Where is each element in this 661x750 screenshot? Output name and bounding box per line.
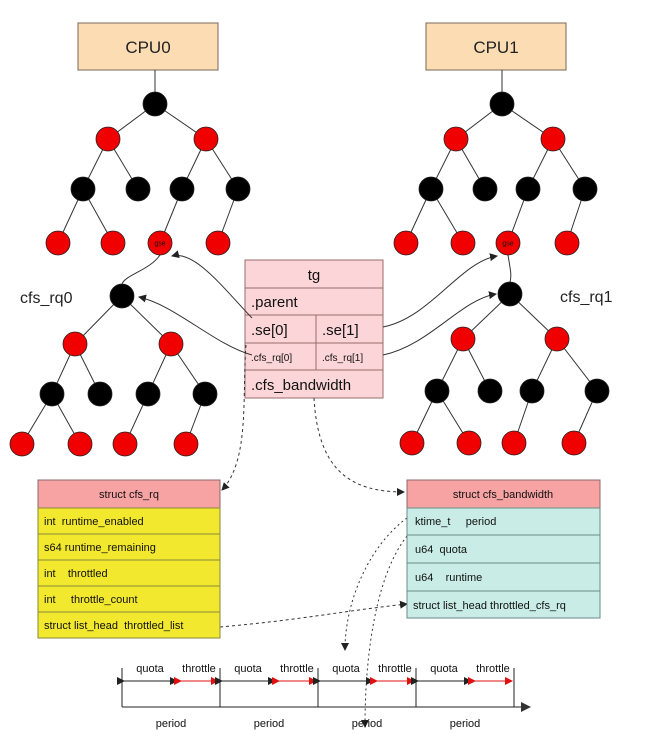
throttle-label: throttle	[476, 663, 510, 675]
red-node	[399, 430, 425, 456]
period-label: period	[156, 718, 187, 730]
red-node	[561, 430, 587, 456]
red-node	[45, 230, 71, 256]
red-node	[193, 126, 219, 152]
black-node	[497, 281, 523, 307]
red-node	[554, 230, 580, 256]
red-node	[544, 326, 570, 352]
red-node	[456, 430, 482, 456]
tg-cfs-rq0-field: .cfs_rq[0]	[251, 353, 292, 364]
black-node	[225, 176, 251, 202]
quota-label: quota	[234, 663, 262, 675]
black-node	[418, 176, 444, 202]
black-node	[87, 381, 113, 407]
throttle-label: throttle	[280, 663, 314, 675]
red-node	[393, 230, 419, 256]
cfs-rq0-label: cfs_rq0	[20, 290, 73, 307]
struct-cfs-rq: struct cfs_rq int runtime_enabled s64 ru…	[37, 479, 221, 639]
black-node	[584, 378, 610, 404]
cfs-rq1-label: cfs_rq1	[560, 289, 613, 306]
red-node	[158, 331, 184, 357]
cpu1-label: CPU1	[473, 38, 518, 57]
cfs-bw-field-runtime: u64 runtime	[415, 572, 482, 584]
black-node	[125, 176, 151, 202]
black-node	[477, 378, 503, 404]
gse-label: gse	[154, 241, 165, 248]
black-node	[192, 381, 218, 407]
tg-connectors	[138, 250, 498, 728]
black-node	[424, 378, 450, 404]
cfs-rq-field-throttle-count: int throttle_count	[44, 594, 138, 606]
tg-se0-field: .se[0]	[251, 322, 288, 339]
black-node	[109, 283, 135, 309]
struct-cfs-bandwidth: struct cfs_bandwidth ktime_t period u64 …	[406, 479, 601, 619]
tg-cfs-rq1-field: .cfs_rq[1]	[322, 353, 363, 364]
black-node	[70, 176, 96, 202]
tg-parent-field: .parent	[251, 294, 299, 311]
cfs-rq-field-runtime-remaining: s64 runtime_remaining	[44, 542, 156, 554]
cpu1-box: CPU1	[425, 22, 567, 71]
cpu0-box: CPU0	[77, 22, 219, 71]
red-node	[173, 431, 199, 457]
tg-se1-field: .se[1]	[322, 322, 359, 339]
cfs-bw-field-throttled-cfs-rq: struct list_head throttled_cfs_rq	[413, 600, 566, 612]
quota-label: quota	[136, 663, 164, 675]
period-timeline: quota throttle period quota throttle period qu…	[117, 663, 531, 730]
black-node	[472, 176, 498, 202]
period-label: period	[254, 718, 285, 730]
red-node	[67, 431, 93, 457]
throttle-label: throttle	[182, 663, 216, 675]
black-node	[572, 176, 598, 202]
red-node	[450, 230, 476, 256]
cfs-bw-field-quota: u64 quota	[415, 544, 468, 556]
red-node	[450, 326, 476, 352]
throttle-label: throttle	[378, 663, 412, 675]
gse-node	[495, 230, 521, 256]
red-node	[205, 230, 231, 256]
red-node	[112, 431, 138, 457]
red-node	[9, 431, 35, 457]
tree-nodes: gse gse	[9, 91, 610, 457]
black-node	[169, 176, 195, 202]
tg-struct: tg .parent .se[0] .se[1] .cfs_rq[0] .cfs…	[244, 259, 384, 399]
cfs-rq-field-throttled-list: struct list_head throttled_list	[44, 620, 183, 632]
cpu0-label: CPU0	[125, 38, 170, 57]
struct-cfs-rq-title: struct cfs_rq	[99, 489, 159, 501]
red-node	[95, 126, 121, 152]
black-node	[135, 381, 161, 407]
quota-label: quota	[430, 663, 458, 675]
gse-label: gse	[502, 241, 513, 248]
quota-label: quota	[332, 663, 360, 675]
period-label: period	[352, 718, 383, 730]
struct-cfs-bandwidth-title: struct cfs_bandwidth	[453, 489, 553, 501]
cfs-rq-field-runtime-enabled: int runtime_enabled	[44, 516, 144, 528]
red-node	[501, 430, 527, 456]
black-node	[489, 91, 515, 117]
red-node	[100, 230, 126, 256]
black-node	[39, 381, 65, 407]
period-label: period	[450, 718, 481, 730]
red-node	[62, 331, 88, 357]
gse-node	[147, 230, 173, 256]
black-node	[515, 176, 541, 202]
red-node	[540, 126, 566, 152]
cfs-bw-field-period: ktime_t period	[415, 516, 496, 528]
gse-to-rq1-edge	[507, 254, 512, 283]
gse-to-rq0-edge	[121, 254, 161, 285]
cfs-rq-field-throttled: int throttled	[44, 568, 108, 580]
red-node	[443, 126, 469, 152]
tg-cfs-bandwidth-field: .cfs_bandwidth	[251, 377, 351, 394]
black-node	[142, 91, 168, 117]
tg-title: tg	[308, 267, 321, 284]
black-node	[519, 378, 545, 404]
